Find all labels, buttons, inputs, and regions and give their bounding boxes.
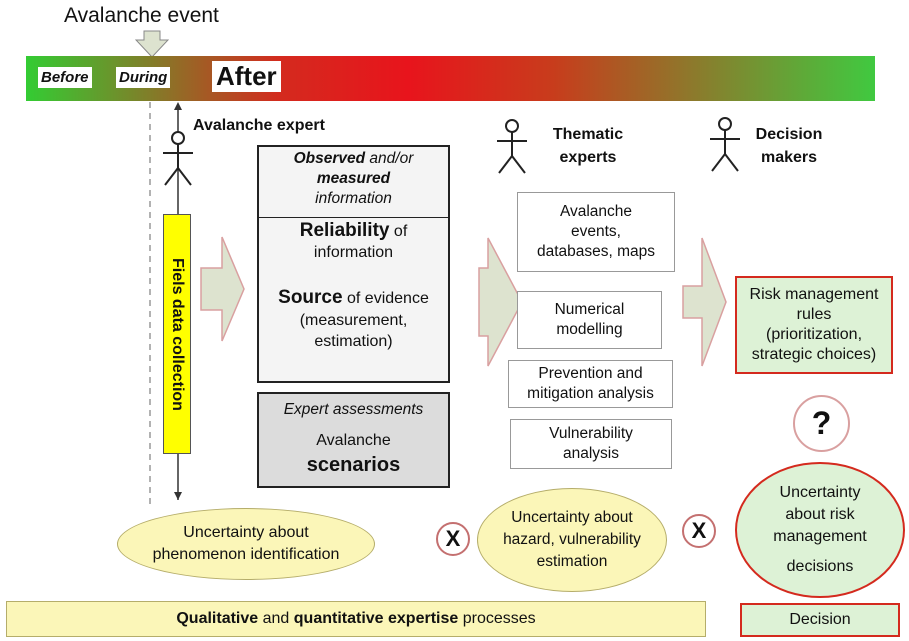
- decision-label-line1: Decision: [755, 126, 823, 143]
- of-evidence-text: of evidence: [342, 290, 429, 307]
- decision-maker-person-icon: [710, 117, 740, 172]
- decision-makers-label: Decision makers: [745, 123, 833, 169]
- field-data-collection-bar: Fiels data collection: [163, 214, 191, 454]
- reliability-of-text: of: [389, 223, 408, 240]
- thematic-box-1-line1: Avalanche: [559, 203, 633, 220]
- thematic-box-4-line1: Vulnerability: [549, 425, 633, 442]
- thematic-box-vulnerability: Vulnerability analysis: [510, 419, 672, 469]
- risk-box-line3: (prioritization,: [765, 326, 863, 343]
- flow-arrow-1-icon: [200, 236, 245, 342]
- expert-assessments-text: Expert assessments: [283, 401, 424, 418]
- uncertainty-hazard-line3: estimation: [536, 553, 608, 570]
- uncertainty-phenomenon-line1: Uncertainty about: [183, 524, 309, 541]
- risk-box-line1: Risk management: [749, 286, 879, 303]
- uncertainty-hazard-line1: Uncertainty about: [511, 509, 633, 526]
- thematic-box-2-line2: modelling: [556, 321, 623, 338]
- observed-text: Observed: [293, 150, 366, 167]
- source-text: Source: [278, 287, 343, 308]
- phase-before: Before: [38, 67, 92, 88]
- avalanche-text: Avalanche: [316, 432, 391, 449]
- qualitative-text: Qualitative: [176, 610, 259, 627]
- risk-box-line4: strategic choices): [751, 346, 877, 363]
- thematic-expert-person-icon: [497, 119, 527, 174]
- field-data-collection-label: Fiels data collection: [169, 257, 186, 411]
- thematic-box-avalanche-events: Avalanche events, databases, maps: [517, 192, 675, 272]
- quantitative-text: quantitative expertise: [293, 610, 459, 627]
- reliability-information-text: information: [313, 244, 394, 261]
- thematic-box-4-line2: analysis: [563, 445, 619, 462]
- uncertainty-risk-line3: management: [773, 528, 867, 545]
- information-text: information: [315, 190, 392, 207]
- avalanche-expert-label: Avalanche expert: [193, 117, 325, 134]
- processes-text: processes: [458, 610, 536, 627]
- andor-text: and/or: [365, 150, 414, 167]
- uncertainty-hazard-line2: hazard, vulnerability: [503, 531, 641, 548]
- expertise-processes-bar: Qualitative and quantitative expertise p…: [6, 601, 706, 637]
- estimation-text: estimation): [314, 333, 393, 350]
- uncertainty-hazard-oval: Uncertainty about hazard, vulnerability …: [477, 488, 667, 592]
- reliability-text: Reliability: [299, 220, 390, 241]
- uncertainty-risk-line2: about risk: [785, 506, 855, 523]
- x-mark-right-icon: X: [682, 514, 716, 548]
- observed-section: Observed and/or measured information: [259, 147, 448, 218]
- uncertainty-risk-oval: Uncertainty about risk management decisi…: [735, 462, 905, 598]
- information-box: Observed and/or measured information Rel…: [257, 145, 450, 383]
- thematic-label-line1: Thematic: [552, 126, 624, 143]
- uncertainty-risk-line4: decisions: [786, 558, 854, 575]
- thematic-label-line2: experts: [559, 149, 617, 166]
- measured-text: measured: [316, 170, 391, 187]
- scenarios-text: scenarios: [306, 454, 401, 476]
- thematic-box-3-line2: mitigation analysis: [527, 385, 654, 402]
- thematic-box-numerical-modelling: Numerical modelling: [517, 291, 662, 349]
- uncertainty-phenomenon-line2: phenomenon identification: [152, 546, 340, 563]
- thematic-box-prevention: Prevention and mitigation analysis: [508, 360, 673, 408]
- question-mark-icon: ?: [793, 395, 850, 452]
- reliability-section: Reliability of information Source of evi…: [259, 218, 448, 352]
- thematic-box-1-line3: databases, maps: [536, 243, 656, 260]
- risk-box-line2: rules: [796, 306, 832, 323]
- risk-management-box: Risk management rules (prioritization, s…: [735, 276, 893, 374]
- thematic-box-3-line1: Prevention and: [538, 365, 643, 382]
- thematic-experts-label: Thematic experts: [536, 123, 640, 169]
- phase-during: During: [116, 67, 171, 88]
- event-down-arrow-icon: [135, 30, 169, 58]
- x-mark-left-icon: X: [436, 522, 470, 556]
- uncertainty-risk-line1: Uncertainty: [779, 484, 861, 501]
- flow-arrow-3-icon: [682, 237, 727, 367]
- decision-label-line2: makers: [760, 149, 818, 166]
- scenario-box: Expert assessments Avalanche scenarios: [257, 392, 450, 488]
- thematic-box-1-line2: events,: [571, 223, 621, 240]
- measurement-text: (measurement,: [299, 312, 408, 329]
- decision-box: Decision: [740, 603, 900, 637]
- phase-after: After: [212, 61, 281, 92]
- thematic-box-2-line1: Numerical: [554, 301, 625, 318]
- avalanche-event-label: Avalanche event: [64, 4, 219, 27]
- uncertainty-phenomenon-oval: Uncertainty about phenomenon identificat…: [117, 508, 375, 580]
- and-text: and: [258, 610, 294, 627]
- flow-arrow-2-icon: [478, 237, 523, 367]
- avalanche-expert-person-icon: [163, 131, 193, 186]
